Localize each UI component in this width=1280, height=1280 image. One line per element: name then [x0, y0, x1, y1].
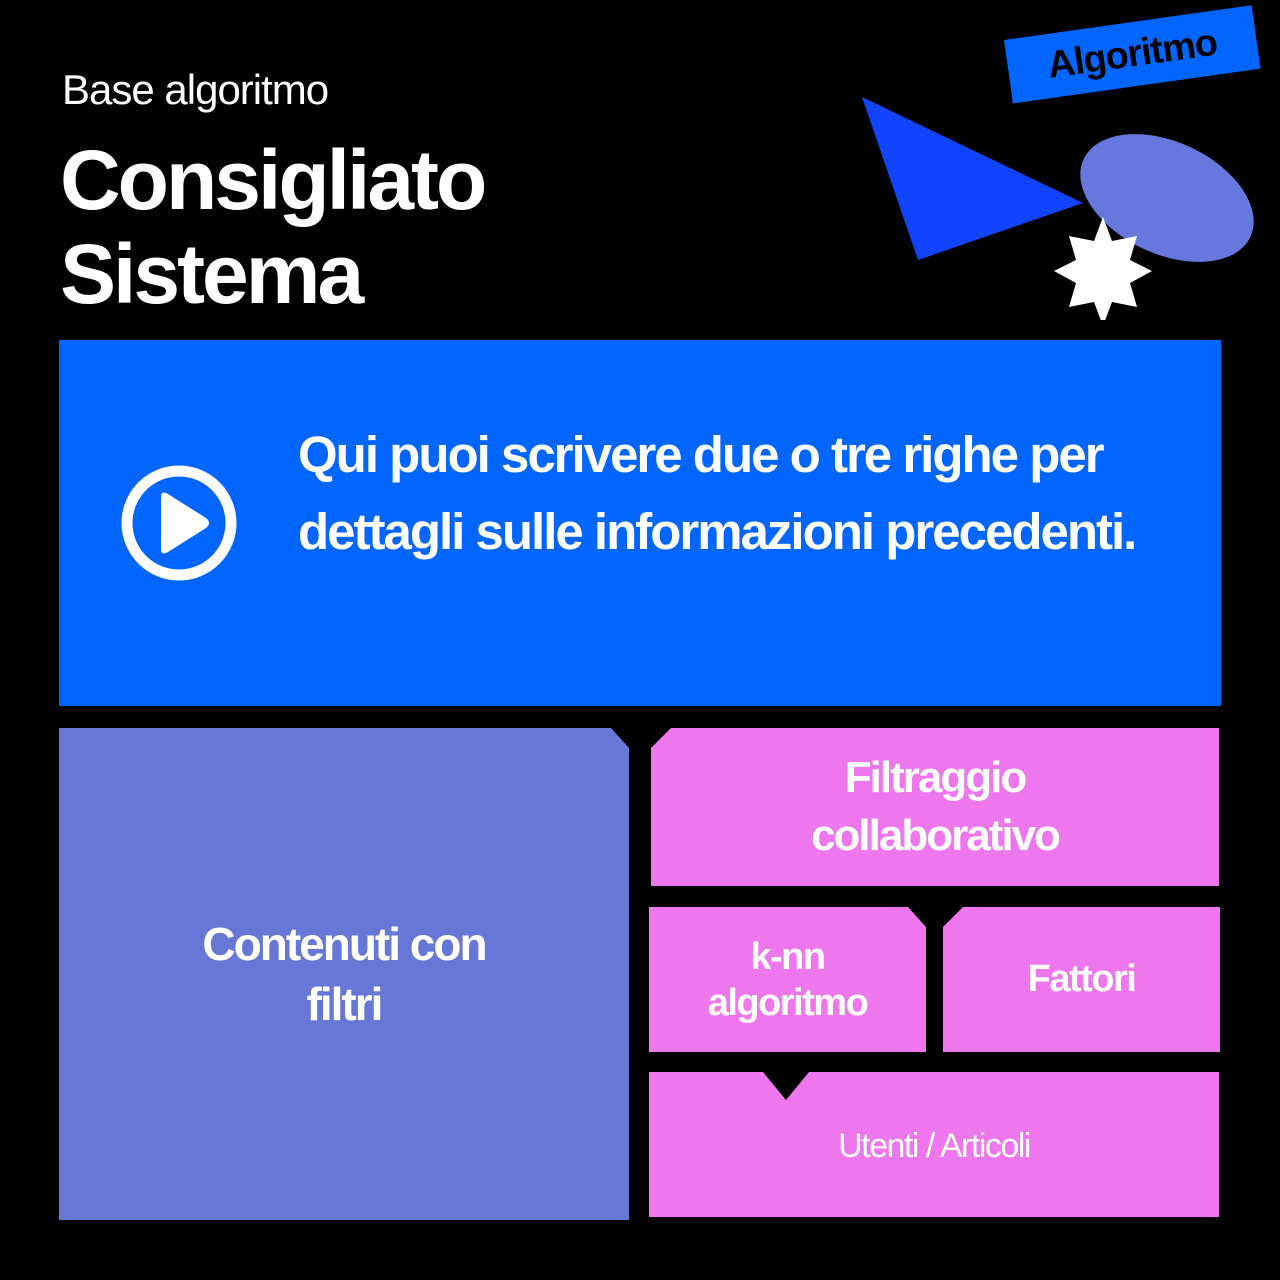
collaborative-filter-box: Filtraggio collaborativo	[651, 728, 1219, 886]
page-title-line-2: Sistema	[60, 227, 364, 321]
users-items-label: Utenti / Articoli	[838, 1127, 1031, 1165]
users-items-box: Utenti / Articoli	[649, 1072, 1219, 1217]
factors-label: Fattori	[1027, 958, 1137, 1000]
page-subtitle: Base algoritmo	[62, 66, 329, 113]
starburst-icon	[1054, 217, 1152, 320]
knn-label: k-nn algoritmo	[707, 935, 869, 1024]
page-title-line-1: Consigliato	[60, 133, 487, 227]
decorative-shapes	[862, 97, 1254, 320]
knn-box: k-nn algoritmo	[649, 907, 926, 1052]
ellipse-shape	[1080, 134, 1254, 262]
info-panel	[59, 340, 1221, 706]
collaborative-filter-label: Filtraggio collaborativo	[811, 753, 1061, 860]
content-filter-label: Contenuti con filtri	[202, 918, 487, 1030]
play-circle-icon[interactable]	[120, 464, 238, 582]
factors-box: Fattori	[943, 907, 1220, 1052]
triangle-shape	[862, 97, 1083, 260]
content-filter-box: Contenuti con filtri	[59, 728, 629, 1220]
info-text: Qui puoi scrivere due o tre righe per de…	[298, 426, 1137, 560]
